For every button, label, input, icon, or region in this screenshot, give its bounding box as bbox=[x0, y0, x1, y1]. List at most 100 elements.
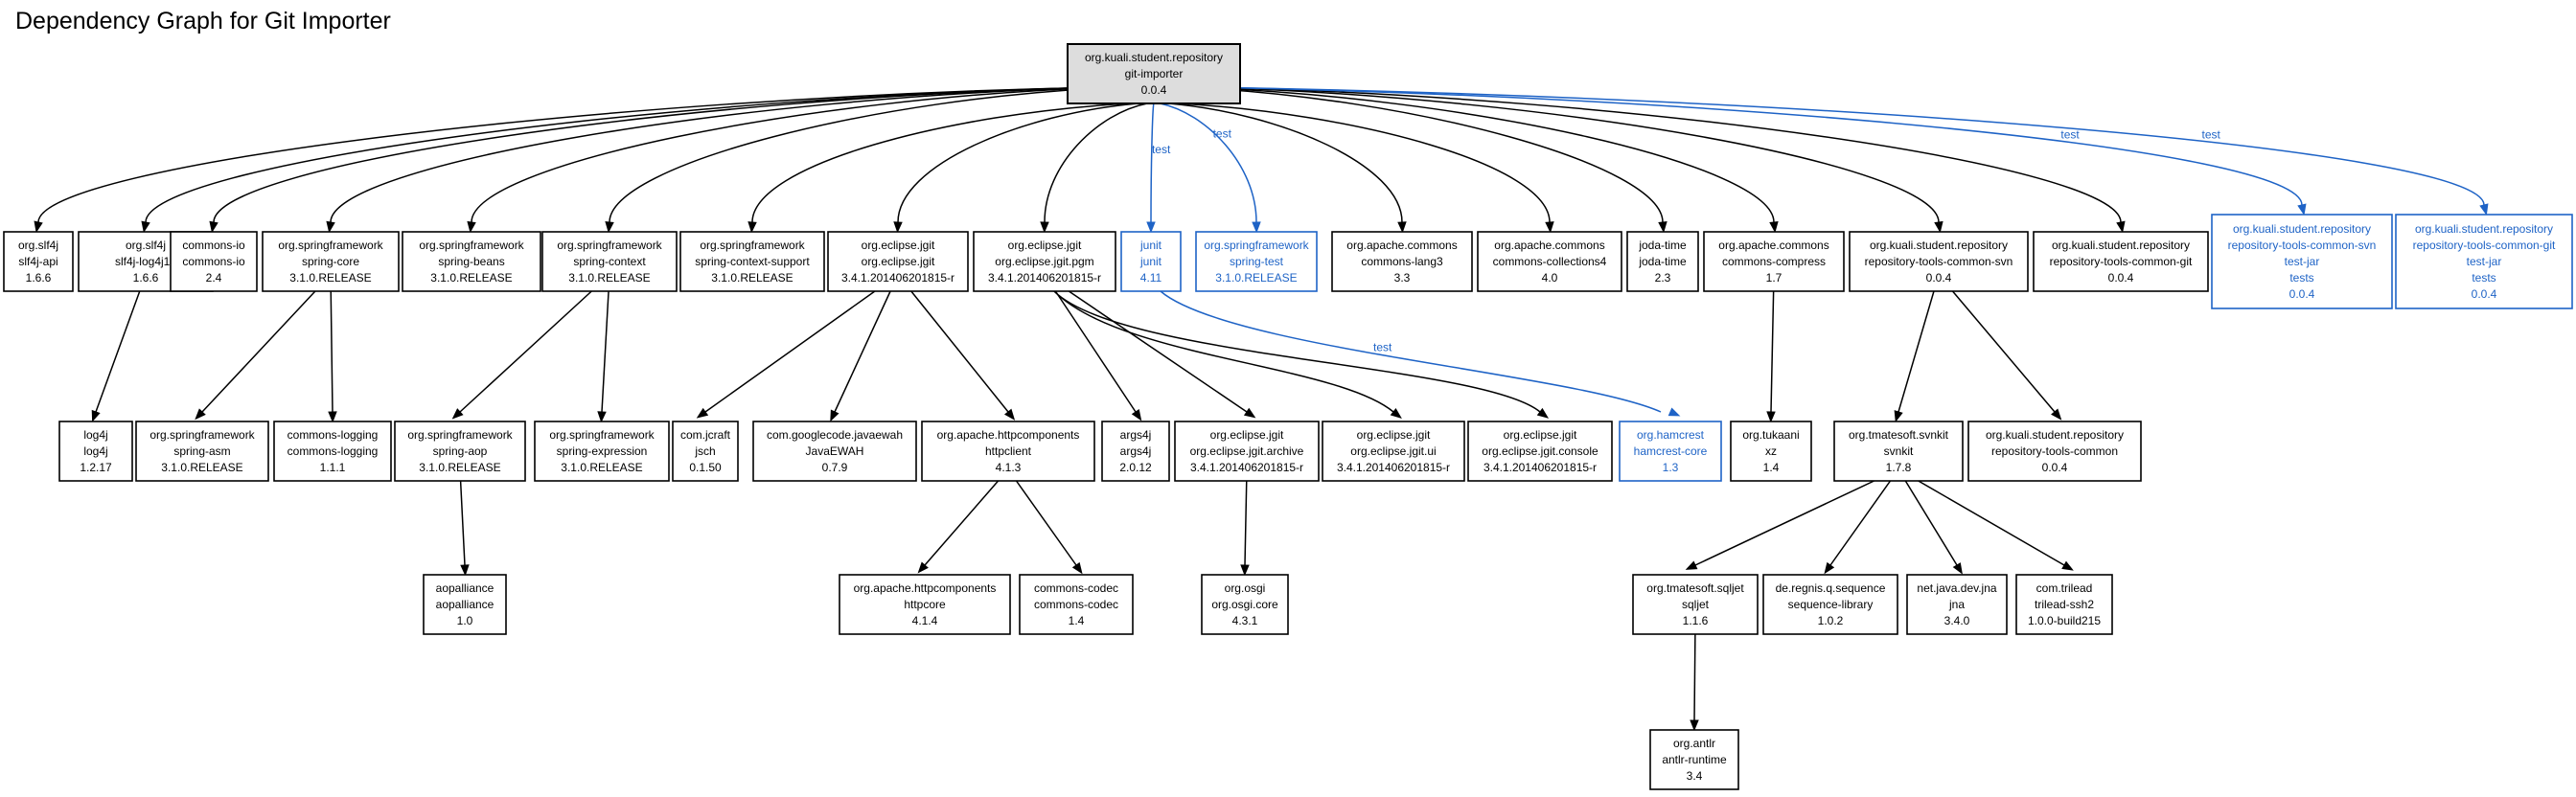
node-springasm[interactable]: org.springframeworkspring-asm3.1.0.RELEA… bbox=[135, 421, 269, 482]
node-jgitui[interactable]: org.eclipse.jgitorg.eclipse.jgit.ui3.4.1… bbox=[1322, 421, 1465, 482]
edge-label-test: test bbox=[1373, 341, 1392, 354]
node-jgitarchive[interactable]: org.eclipse.jgitorg.eclipse.jgit.archive… bbox=[1174, 421, 1320, 482]
arrowhead bbox=[1536, 407, 1550, 419]
node-box bbox=[2033, 231, 2209, 292]
edge-line bbox=[897, 102, 1139, 223]
node-collections4[interactable]: org.apache.commonscommons-collections44.… bbox=[1477, 231, 1622, 292]
node-label-line: 1.1.1 bbox=[320, 461, 346, 474]
page-title: Dependency Graph for Git Importer bbox=[15, 8, 391, 34]
arrowhead bbox=[1240, 564, 1250, 577]
node-box bbox=[1730, 421, 1812, 482]
edge-jgitarchive-to-osgicore bbox=[1240, 480, 1250, 577]
node-box bbox=[839, 574, 1011, 635]
node-label-line: 3.3 bbox=[1394, 271, 1411, 285]
edge-jgit-to-jsch bbox=[696, 290, 876, 419]
edge-root-to-springcore bbox=[326, 86, 1107, 234]
node-jgitpgm[interactable]: org.eclipse.jgitorg.eclipse.jgit.pgm3.4.… bbox=[973, 231, 1116, 292]
node-springcore[interactable]: org.springframeworkspring-core3.1.0.RELE… bbox=[262, 231, 400, 292]
node-root[interactable]: org.kuali.student.repositorygit-importer… bbox=[1067, 43, 1241, 104]
node-rtcommon[interactable]: org.kuali.student.repositoryrepository-t… bbox=[1967, 421, 2142, 482]
edge-springcore-to-commonslogging bbox=[328, 290, 337, 423]
edge-compress-to-xz bbox=[1766, 290, 1776, 423]
edge-label-test: test bbox=[1152, 143, 1171, 156]
node-rtgit[interactable]: org.kuali.student.repositoryrepository-t… bbox=[2033, 231, 2209, 292]
edge-slf4jlog4j-to-log4j bbox=[91, 290, 141, 422]
node-label-line: org.kuali.student.repository bbox=[1085, 51, 1223, 64]
arrowhead bbox=[34, 220, 43, 234]
node-box bbox=[827, 231, 969, 292]
edge-label-test: test bbox=[1213, 126, 1232, 140]
node-label-line: svnkit bbox=[1884, 444, 1914, 458]
arrowhead bbox=[460, 564, 470, 577]
node-springaop[interactable]: org.springframeworkspring-aop3.1.0.RELEA… bbox=[394, 421, 526, 482]
node-label-line: args4j bbox=[1120, 428, 1152, 442]
node-box bbox=[1632, 574, 1759, 635]
node-seqlib[interactable]: de.regnis.q.sequencesequence-library1.0.… bbox=[1762, 574, 1898, 635]
node-springtest[interactable]: org.springframeworkspring-test3.1.0.RELE… bbox=[1195, 231, 1318, 292]
node-springcontextsupport[interactable]: org.springframeworkspring-context-suppor… bbox=[679, 231, 825, 292]
node-label-line: 4.0 bbox=[1542, 271, 1558, 285]
node-rtsvn[interactable]: org.kuali.student.repositoryrepository-t… bbox=[1849, 231, 2029, 292]
node-label-line: sqljet bbox=[1682, 598, 1710, 611]
arrowhead bbox=[2116, 220, 2126, 234]
node-label-line: antlr-runtime bbox=[1662, 753, 1727, 766]
edge-junit-to-hamcrest: test bbox=[1160, 290, 1681, 417]
edge-line bbox=[1150, 102, 1155, 223]
arrowhead bbox=[1952, 562, 1963, 575]
node-springexpression[interactable]: org.springframeworkspring-expression3.1.… bbox=[534, 421, 670, 482]
edge-root-to-jgitpgm bbox=[1040, 102, 1148, 234]
node-label-line: joda-time bbox=[1638, 239, 1687, 252]
edge-line bbox=[609, 86, 1121, 223]
arrowhead bbox=[2297, 203, 2307, 216]
node-label-line: org.kuali.student.repository bbox=[2052, 239, 2190, 252]
edge-root-to-compress bbox=[1190, 86, 1779, 234]
edge-line bbox=[1160, 102, 1257, 223]
node-box bbox=[1201, 574, 1289, 635]
node-springbeans[interactable]: org.springframeworkspring-beans3.1.0.REL… bbox=[402, 231, 541, 292]
node-jgitconsole[interactable]: org.eclipse.jgitorg.eclipse.jgit.console… bbox=[1467, 421, 1613, 482]
node-rtsvntest[interactable]: org.kuali.student.repositoryrepository-t… bbox=[2211, 214, 2393, 309]
node-box bbox=[170, 231, 258, 292]
edge-line bbox=[213, 86, 1107, 223]
node-label-line: org.slf4j bbox=[126, 239, 166, 252]
arrowhead bbox=[1003, 408, 1016, 421]
node-box bbox=[672, 421, 739, 482]
node-jgit[interactable]: org.eclipse.jgitorg.eclipse.jgit3.4.1.20… bbox=[827, 231, 969, 292]
edge-line bbox=[1015, 480, 1077, 566]
node-label-line: repository-tools-common bbox=[1991, 444, 2118, 458]
node-label-line: test-jar bbox=[2467, 255, 2502, 268]
node-label-line: org.osgi.core bbox=[1211, 598, 1278, 611]
edge-line bbox=[1053, 290, 1541, 413]
node-rtgittest[interactable]: org.kuali.student.repositoryrepository-t… bbox=[2395, 214, 2573, 309]
node-springcontext[interactable]: org.springframeworkspring-context3.1.0.R… bbox=[541, 231, 678, 292]
node-box bbox=[534, 421, 670, 482]
edge-rtsvn-to-svnkit bbox=[1894, 290, 1935, 422]
edge-springcore-to-springasm bbox=[195, 290, 316, 421]
arrowhead bbox=[2479, 203, 2489, 216]
node-label-line: jsch bbox=[694, 444, 715, 458]
arrowhead bbox=[830, 409, 840, 422]
